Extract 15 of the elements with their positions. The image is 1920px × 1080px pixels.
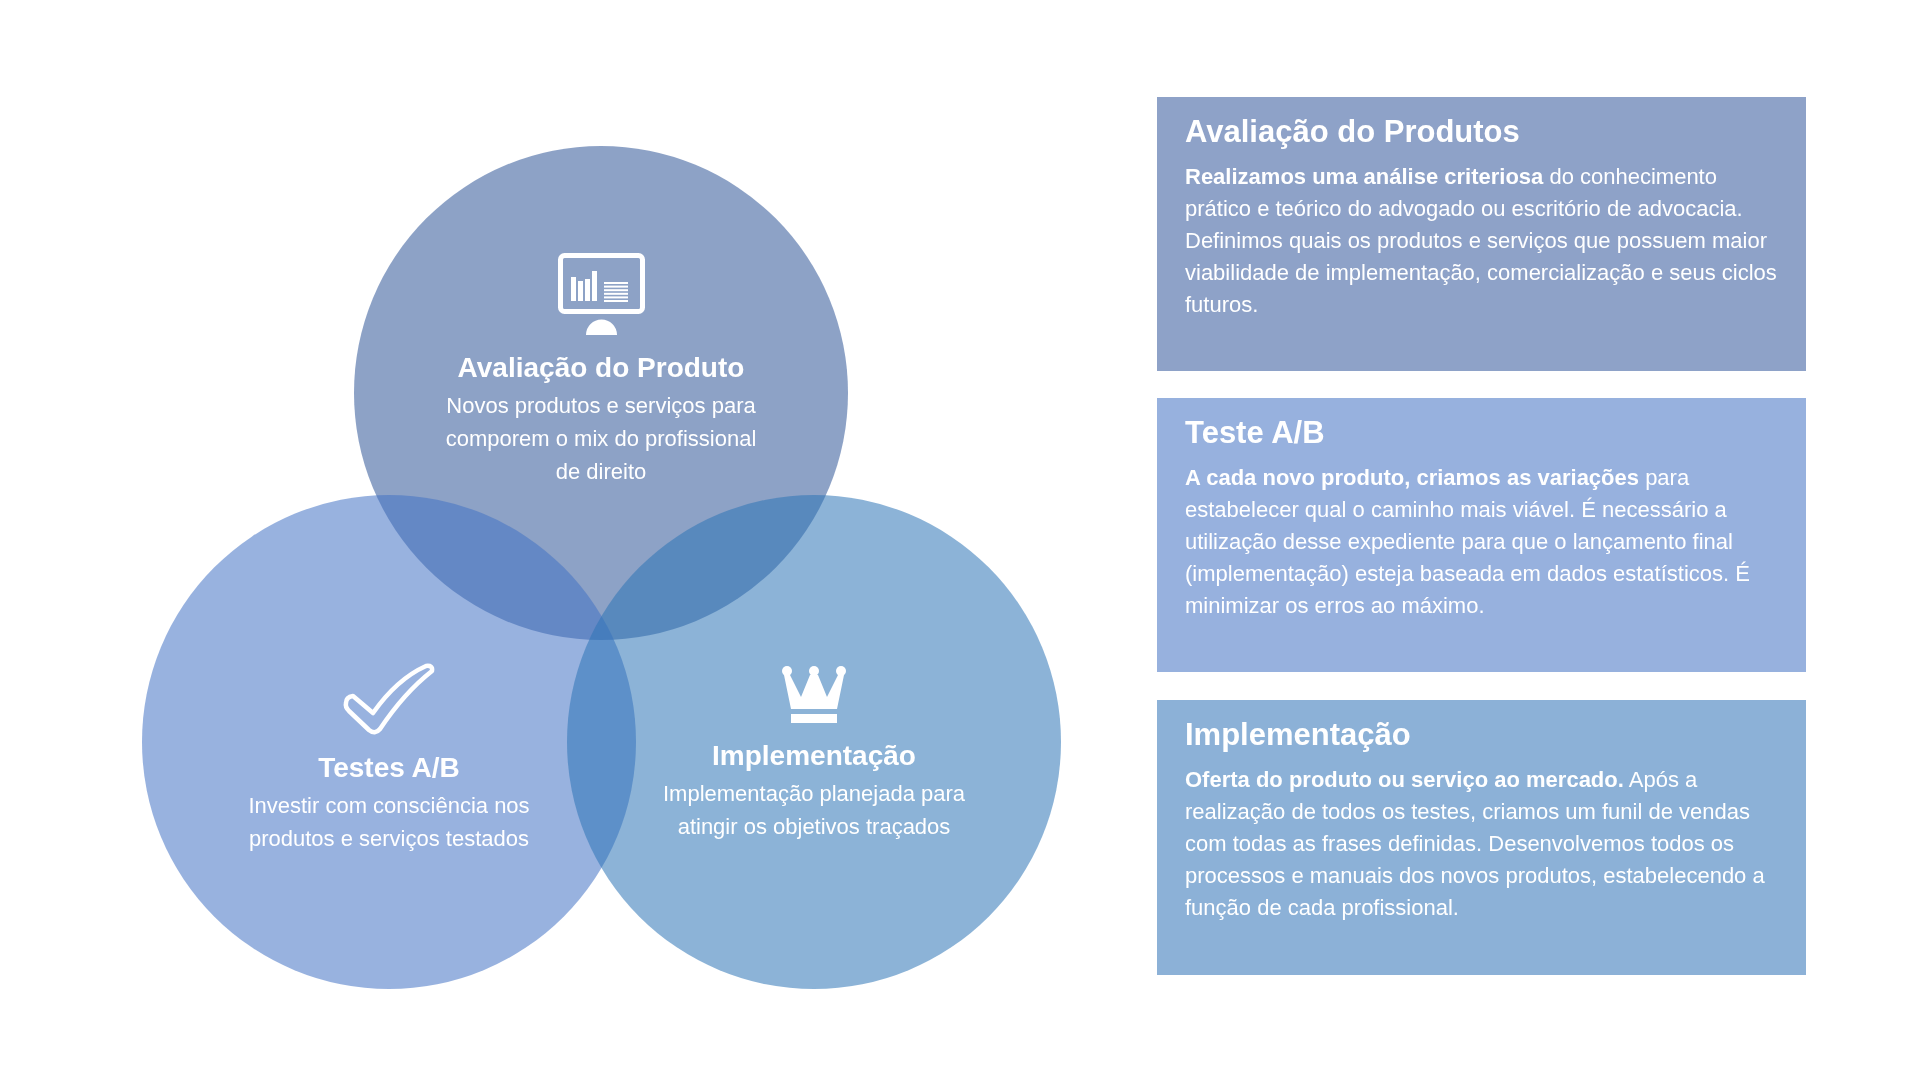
venn-heading: Implementação [712,739,916,773]
venn-description: Implementação planejada para atingir os objetivos traçados [661,780,967,841]
description-text: Oferta do produto ou serviço ao mercado. Após a realização de todos os testes, criamos um funil de vendas com todas as frases definidas. Desenvolvemos todos os processos e manuais dos novos produtos, estabelecendo a função de cada profissional. [1185,766,1766,922]
description-text: Realizamos uma análise criteriosa do conhecimento prático e teórico do advogado ou escritório de advocacia. Definimos quais os produtos e serviços que possuem maior viabilidade de implementação, comercialização e seus ciclos futuros. [1185,163,1778,319]
venn-heading: Avaliação do Produto [457,351,745,385]
info-panel [1157,398,1806,672]
venn-description: Investir com consciência nos produtos e serviços testados [247,792,531,853]
description-text: A cada novo produto, criamos as variações para estabelecer qual o caminho mais viável. É necessário a utilização desse expediente para que o lançamento final (implementação) esteja baseada em dados estatísticos. É minimizar os erros ao máximo. [1185,464,1751,620]
section-heading: Implementação [1185,716,1412,754]
section-heading: Avaliação do Produtos [1185,113,1521,151]
venn-heading: Testes A/B [318,751,460,785]
section-heading: Teste A/B [1185,414,1326,452]
info-panel [1157,700,1806,975]
venn-description: Novos produtos e serviços para comporem o mix do profissional de direito [444,392,758,486]
info-panel [1157,97,1806,371]
